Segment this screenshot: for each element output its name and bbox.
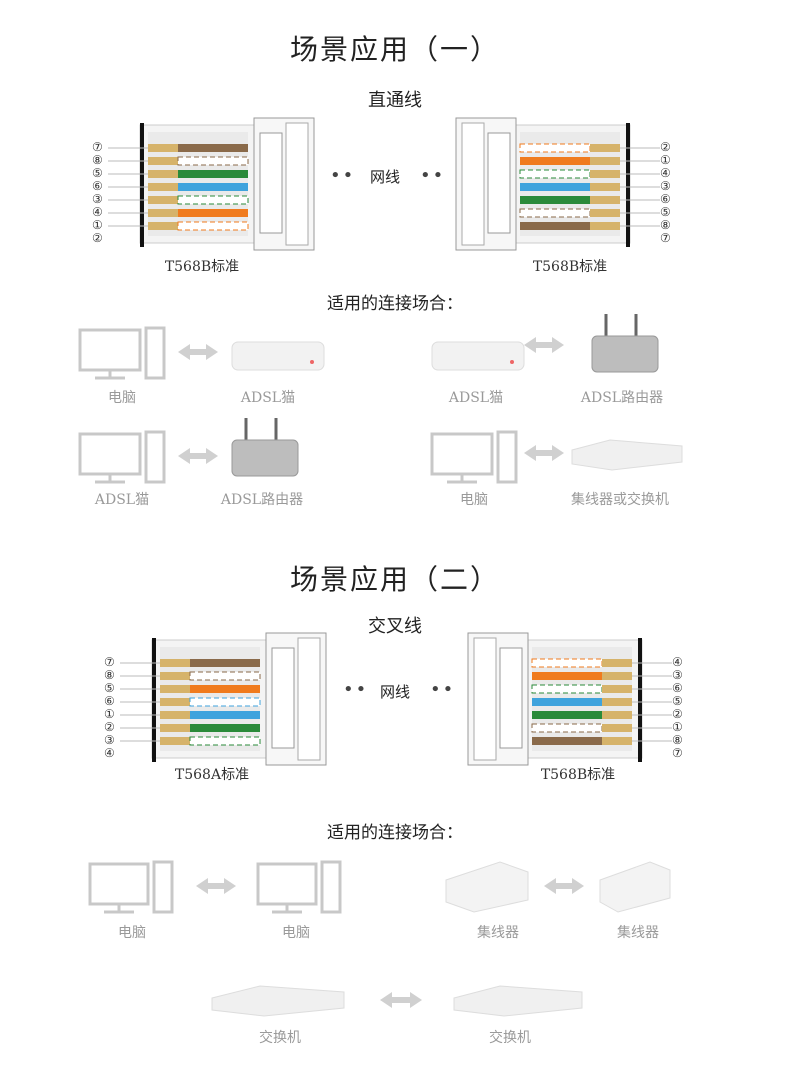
pin-label: ⑤: [92, 166, 103, 180]
pin-label: ④: [660, 166, 671, 180]
pin-label: ⑦: [104, 655, 115, 669]
pin-label: ⑥: [660, 192, 671, 206]
pin-label: ④: [672, 655, 683, 669]
pin-label: ⑥: [672, 681, 683, 695]
scene2-left-pins: ⑦ ⑧ ⑤ ⑥ ① ② ③ ④: [104, 656, 118, 760]
pin-label: ②: [672, 707, 683, 721]
router-icon: [591, 314, 659, 373]
double-arrow-icon: [178, 344, 218, 360]
double-arrow-icon: [544, 878, 584, 894]
scene1-right-wires: [519, 143, 620, 230]
scene2-usage-title: 适用的连接场合：: [327, 823, 463, 843]
pin-label: ⑤: [672, 694, 683, 708]
scene1-left-pins: ⑦ ⑧ ⑤ ⑥ ③ ④ ① ②: [92, 141, 106, 245]
pin-label: ⑤: [104, 681, 115, 695]
device-label: 交换机: [489, 1030, 531, 1046]
pin-label: ④: [92, 205, 103, 219]
pin-label: ①: [660, 153, 671, 167]
scene2-right-connector: [467, 632, 672, 766]
hub-icon: [445, 861, 529, 913]
double-arrow-icon: [524, 337, 564, 353]
pin-label: ⑧: [672, 733, 683, 747]
scene2-cable-type: 交叉线: [368, 616, 422, 637]
pin-label: ④: [104, 746, 115, 760]
scene1-title: 场景应用（一）: [289, 33, 500, 66]
pin-label: ③: [672, 668, 683, 682]
device-label: 电脑: [460, 492, 488, 508]
scene1-right-standard: T568B标准: [532, 259, 608, 275]
pin-label: ①: [92, 218, 103, 232]
computer-icon: [256, 860, 342, 914]
double-arrow-icon: [178, 448, 218, 464]
device-label: 集线器: [617, 925, 659, 941]
pin-label: ⑧: [104, 668, 115, 682]
pin-label: ①: [104, 707, 115, 721]
computer-icon: [78, 326, 166, 380]
scene1-right-connector: [455, 117, 660, 251]
pin-label: ⑦: [672, 746, 683, 760]
adsl-modem-icon: [231, 341, 325, 371]
device-label: ADSL路由器: [220, 492, 304, 508]
double-arrow-icon: [196, 878, 236, 894]
scene1-left-standard: T568B标准: [164, 259, 240, 275]
pin-label: ③: [660, 179, 671, 193]
device-label: ADSL路由器: [580, 390, 664, 406]
hub-icon: [599, 861, 671, 913]
device-label: 电脑: [282, 925, 310, 941]
scene2-left-standard: T568A标准: [174, 767, 250, 783]
scene2-right-wires: [531, 658, 632, 745]
computer-icon: [430, 430, 518, 484]
scene1-right-pins: ② ① ④ ③ ⑥ ⑤ ⑧ ⑦: [660, 141, 674, 245]
pin-label: ⑧: [92, 153, 103, 167]
device-label: ADSL猫: [94, 492, 150, 508]
switch-icon: [571, 439, 683, 471]
double-arrow-icon: [524, 445, 564, 461]
pin-label: ⑧: [660, 218, 671, 232]
switch-icon: [453, 985, 583, 1017]
device-label: 交换机: [259, 1030, 301, 1046]
scene2-left-wires: [160, 659, 261, 746]
pin-label: ③: [92, 192, 103, 206]
scene2-cable-word: 网线: [380, 683, 411, 701]
adsl-modem-icon: [431, 341, 525, 371]
pin-label: ⑦: [660, 231, 671, 245]
device-label: 集线器: [477, 925, 519, 941]
pin-label: ②: [660, 140, 671, 154]
pin-label: ③: [104, 733, 115, 747]
scene1-cable-type: 直通线: [368, 90, 422, 111]
router-icon: [231, 418, 299, 477]
device-label: 集线器或交换机: [571, 492, 669, 508]
scene1-left-wires: [148, 144, 249, 231]
computer-icon: [88, 860, 174, 914]
pin-label: ②: [104, 720, 115, 734]
switch-icon: [211, 985, 345, 1017]
computer-icon: [78, 430, 166, 484]
scene2-left-connector: [120, 632, 327, 766]
pin-label: ⑤: [660, 205, 671, 219]
scene2-right-standard: T568B标准: [540, 767, 616, 783]
scene1-usage-title: 适用的连接场合：: [327, 294, 463, 314]
device-label: 电脑: [118, 925, 146, 941]
scene1-cable-word: 网线: [370, 168, 401, 186]
scene1-left-connector: [108, 117, 315, 251]
device-label: ADSL猫: [448, 390, 504, 406]
dots: ••: [420, 165, 446, 186]
device-label: ADSL猫: [240, 390, 296, 406]
dots: ••: [330, 165, 356, 186]
scene2-title: 场景应用（二）: [289, 563, 500, 596]
pin-label: ①: [672, 720, 683, 734]
device-label: 电脑: [108, 390, 136, 406]
pin-label: ⑥: [104, 694, 115, 708]
dots: ••: [430, 679, 456, 700]
pin-label: ②: [92, 231, 103, 245]
scene2-right-pins: ④ ③ ⑥ ⑤ ② ① ⑧ ⑦: [672, 656, 686, 760]
pin-label: ⑥: [92, 179, 103, 193]
dots: ••: [343, 679, 369, 700]
double-arrow-icon: [380, 992, 422, 1008]
pin-label: ⑦: [92, 140, 103, 154]
